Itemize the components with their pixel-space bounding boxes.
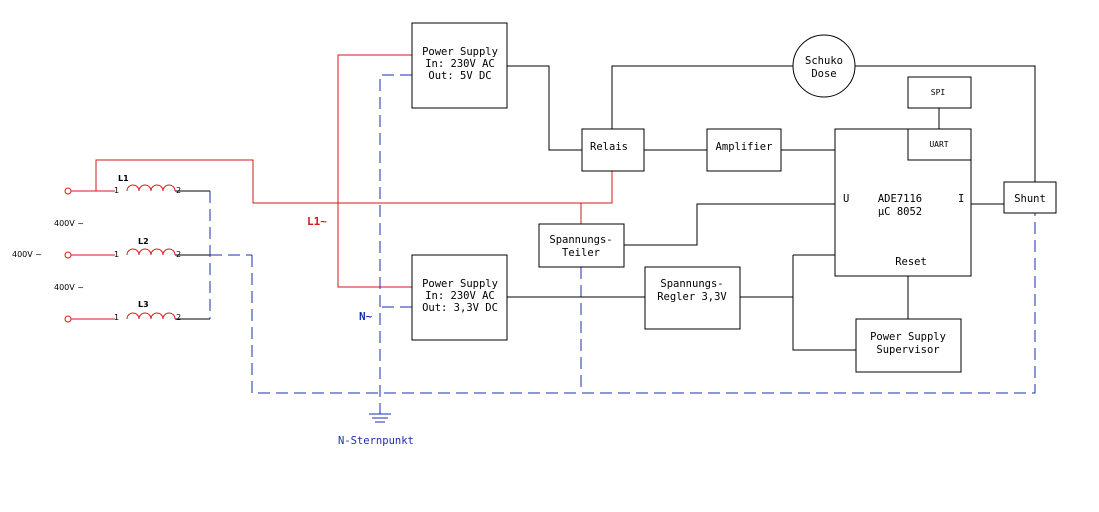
voltage-label-top: 400V ~	[54, 219, 84, 228]
coil-pin1-l2: 1	[114, 250, 119, 259]
schuko-line1: Schuko	[805, 55, 843, 67]
ade-reset-pin: Reset	[895, 256, 927, 268]
teiler-line1: Spannungs-	[549, 234, 612, 246]
voltage-label-bottom: 400V ~	[54, 283, 84, 292]
ground-label: N-Sternpunkt	[338, 435, 414, 447]
voltage-label-left: 400V ~	[12, 250, 42, 259]
l1-line-wiring	[95, 54, 613, 288]
uart-label: UART	[929, 140, 948, 149]
ade-i-pin: I	[958, 193, 964, 205]
ade-line1: ADE7116	[878, 193, 922, 205]
supervisor-line2: Supervisor	[876, 344, 939, 356]
ade-line2: µC 8052	[878, 206, 922, 218]
terminal-l3	[64, 315, 72, 323]
amplifier-label: Amplifier	[716, 141, 773, 153]
logic-wiring	[507, 65, 1036, 351]
three-phase-source: L1 1 2 L2 1 2 L3 1 2 400V ~ 400V ~ 400V …	[12, 174, 252, 323]
ade7116-block: UART ADE7116 µC 8052 U I Reset	[834, 128, 972, 277]
psu-33v-line1: Power Supply	[422, 278, 498, 290]
terminal-l2	[64, 251, 72, 259]
psu-33v-block: Power Supply In: 230V AC Out: 3,3V DC	[411, 254, 508, 341]
coil-pin1-l1: 1	[114, 186, 119, 195]
psu-5v-block: Power Supply In: 230V AC Out: 5V DC	[411, 22, 508, 109]
l1-net-label: L1~	[307, 215, 327, 228]
coil-pin2-l3: 2	[176, 313, 181, 322]
ade-u-pin: U	[843, 193, 849, 205]
supervisor-block: Power Supply Supervisor	[855, 318, 962, 373]
regler-line2: Regler 3,3V	[657, 291, 727, 303]
schuko-socket: Schuko Dose	[792, 34, 856, 98]
psu-33v-line2: In: 230V AC	[425, 290, 495, 302]
psu-33v-line3: Out: 3,3V DC	[422, 302, 498, 314]
coil-name-l3: L3	[138, 300, 149, 309]
relais-label: Relais	[590, 141, 628, 153]
terminal-l1	[64, 187, 72, 195]
schuko-line2: Dose	[811, 68, 836, 80]
psu-5v-line2: In: 230V AC	[425, 58, 495, 70]
coil-l2	[126, 248, 176, 256]
teiler-line2: Teiler	[562, 247, 600, 259]
voltage-divider-block: Spannungs- Teiler	[538, 223, 625, 268]
amplifier-block: Amplifier	[706, 128, 782, 172]
coil-l3	[126, 312, 176, 320]
shunt-block: Shunt	[1003, 181, 1057, 214]
coil-name-l2: L2	[138, 237, 149, 246]
coil-pin2-l1: 2	[176, 186, 181, 195]
spi-label: SPI	[931, 88, 946, 97]
regler-line1: Spannungs-	[660, 278, 723, 290]
psu-5v-line3: Out: 5V DC	[428, 70, 491, 82]
ground-icon	[369, 413, 391, 423]
uart-block	[907, 128, 972, 161]
coil-name-l1: L1	[118, 174, 129, 183]
relais-block: Relais	[581, 128, 645, 172]
coil-l1	[126, 184, 176, 192]
supervisor-line1: Power Supply	[870, 331, 946, 343]
neutral-wiring	[251, 74, 1036, 423]
voltage-regulator-block: Spannungs- Regler 3,3V	[644, 266, 741, 330]
coil-pin1-l3: 1	[114, 313, 119, 322]
shunt-label: Shunt	[1014, 193, 1046, 205]
psu-5v-line1: Power Supply	[422, 46, 498, 58]
coil-pin2-l2: 2	[176, 250, 181, 259]
n-net-label: N~	[359, 310, 373, 323]
spi-block: SPI	[907, 76, 972, 109]
